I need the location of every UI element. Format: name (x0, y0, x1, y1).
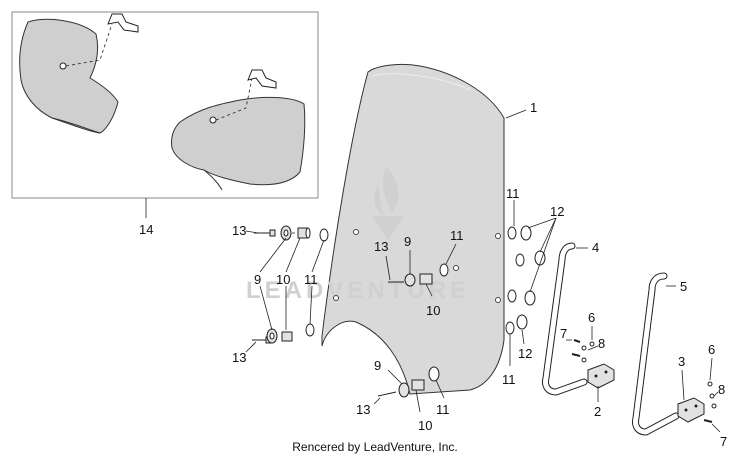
callout-11c: 11 (506, 186, 520, 201)
callout-9c: 9 (374, 358, 381, 373)
callout-8a: 8 (598, 336, 605, 351)
callout-13b: 13 (374, 239, 388, 254)
callout-10c: 10 (418, 418, 432, 433)
windscreen-mount-holes (333, 229, 501, 303)
callout-12b: 12 (518, 346, 532, 361)
rod-clamp-right[interactable] (677, 397, 705, 423)
washer-bottom[interactable] (398, 382, 410, 398)
callout-9a: 9 (404, 234, 411, 249)
callout-8b: 8 (718, 382, 725, 397)
hand-guard-left[interactable] (19, 18, 119, 134)
spacer-lower-left[interactable] (281, 331, 293, 342)
spacer-center[interactable] (419, 273, 433, 285)
callout-11a: 11 (450, 228, 464, 243)
clamp-screws-right[interactable] (703, 381, 717, 423)
screw-bottom[interactable] (377, 391, 397, 397)
support-rod-left[interactable] (542, 242, 588, 396)
callout-4: 4 (592, 240, 599, 255)
callout-3: 3 (678, 354, 685, 369)
callout-6a: 6 (588, 310, 595, 325)
hand-guard-right-bracket[interactable] (247, 69, 277, 89)
callout-labels: 1 2 3 4 5 6 6 7 7 8 8 9 9 9 10 10 10 11 … (232, 100, 727, 449)
callout-7a: 7 (560, 326, 567, 341)
spacer-bottom[interactable] (411, 379, 425, 391)
grommet-lower-left[interactable] (305, 323, 315, 337)
callout-9b: 9 (254, 272, 261, 287)
windscreen[interactable] (321, 63, 505, 395)
callout-6b: 6 (708, 342, 715, 357)
callout-10a: 10 (426, 303, 440, 318)
clamp-screws-left[interactable] (571, 339, 595, 363)
watermark-logo (372, 166, 404, 240)
grommets-right-column[interactable] (505, 225, 546, 335)
callout-11b: 11 (304, 272, 318, 287)
render-credit: Rencered by LeadVenture, Inc. (292, 440, 458, 454)
grommet-center[interactable] (439, 263, 449, 277)
spacer-upper-left[interactable] (297, 227, 311, 239)
rod-clamp-left[interactable] (587, 363, 615, 389)
callout-5: 5 (680, 279, 687, 294)
callout-11d: 11 (436, 402, 450, 417)
leader-lines (245, 109, 721, 433)
hand-guard-left-bracket[interactable] (107, 13, 139, 33)
callout-14: 14 (139, 222, 153, 237)
washer-lower-left[interactable] (266, 328, 278, 344)
hand-guard-right[interactable] (171, 96, 306, 191)
grommet-bottom[interactable] (428, 366, 440, 382)
washer-center[interactable] (404, 273, 416, 287)
callout-7b: 7 (720, 434, 727, 449)
support-rod-right[interactable] (632, 272, 680, 436)
callout-13c: 13 (232, 350, 246, 365)
washer-upper-left[interactable] (280, 225, 292, 241)
callout-11e: 11 (502, 372, 516, 387)
callout-2: 2 (594, 404, 601, 419)
hand-guard-inset-frame (11, 11, 319, 199)
callout-13d: 13 (356, 402, 370, 417)
grommet-upper-left[interactable] (319, 228, 329, 242)
callout-10b: 10 (276, 272, 290, 287)
callout-12a: 12 (550, 204, 564, 219)
callout-1: 1 (530, 100, 537, 115)
callout-13a: 13 (232, 223, 246, 238)
